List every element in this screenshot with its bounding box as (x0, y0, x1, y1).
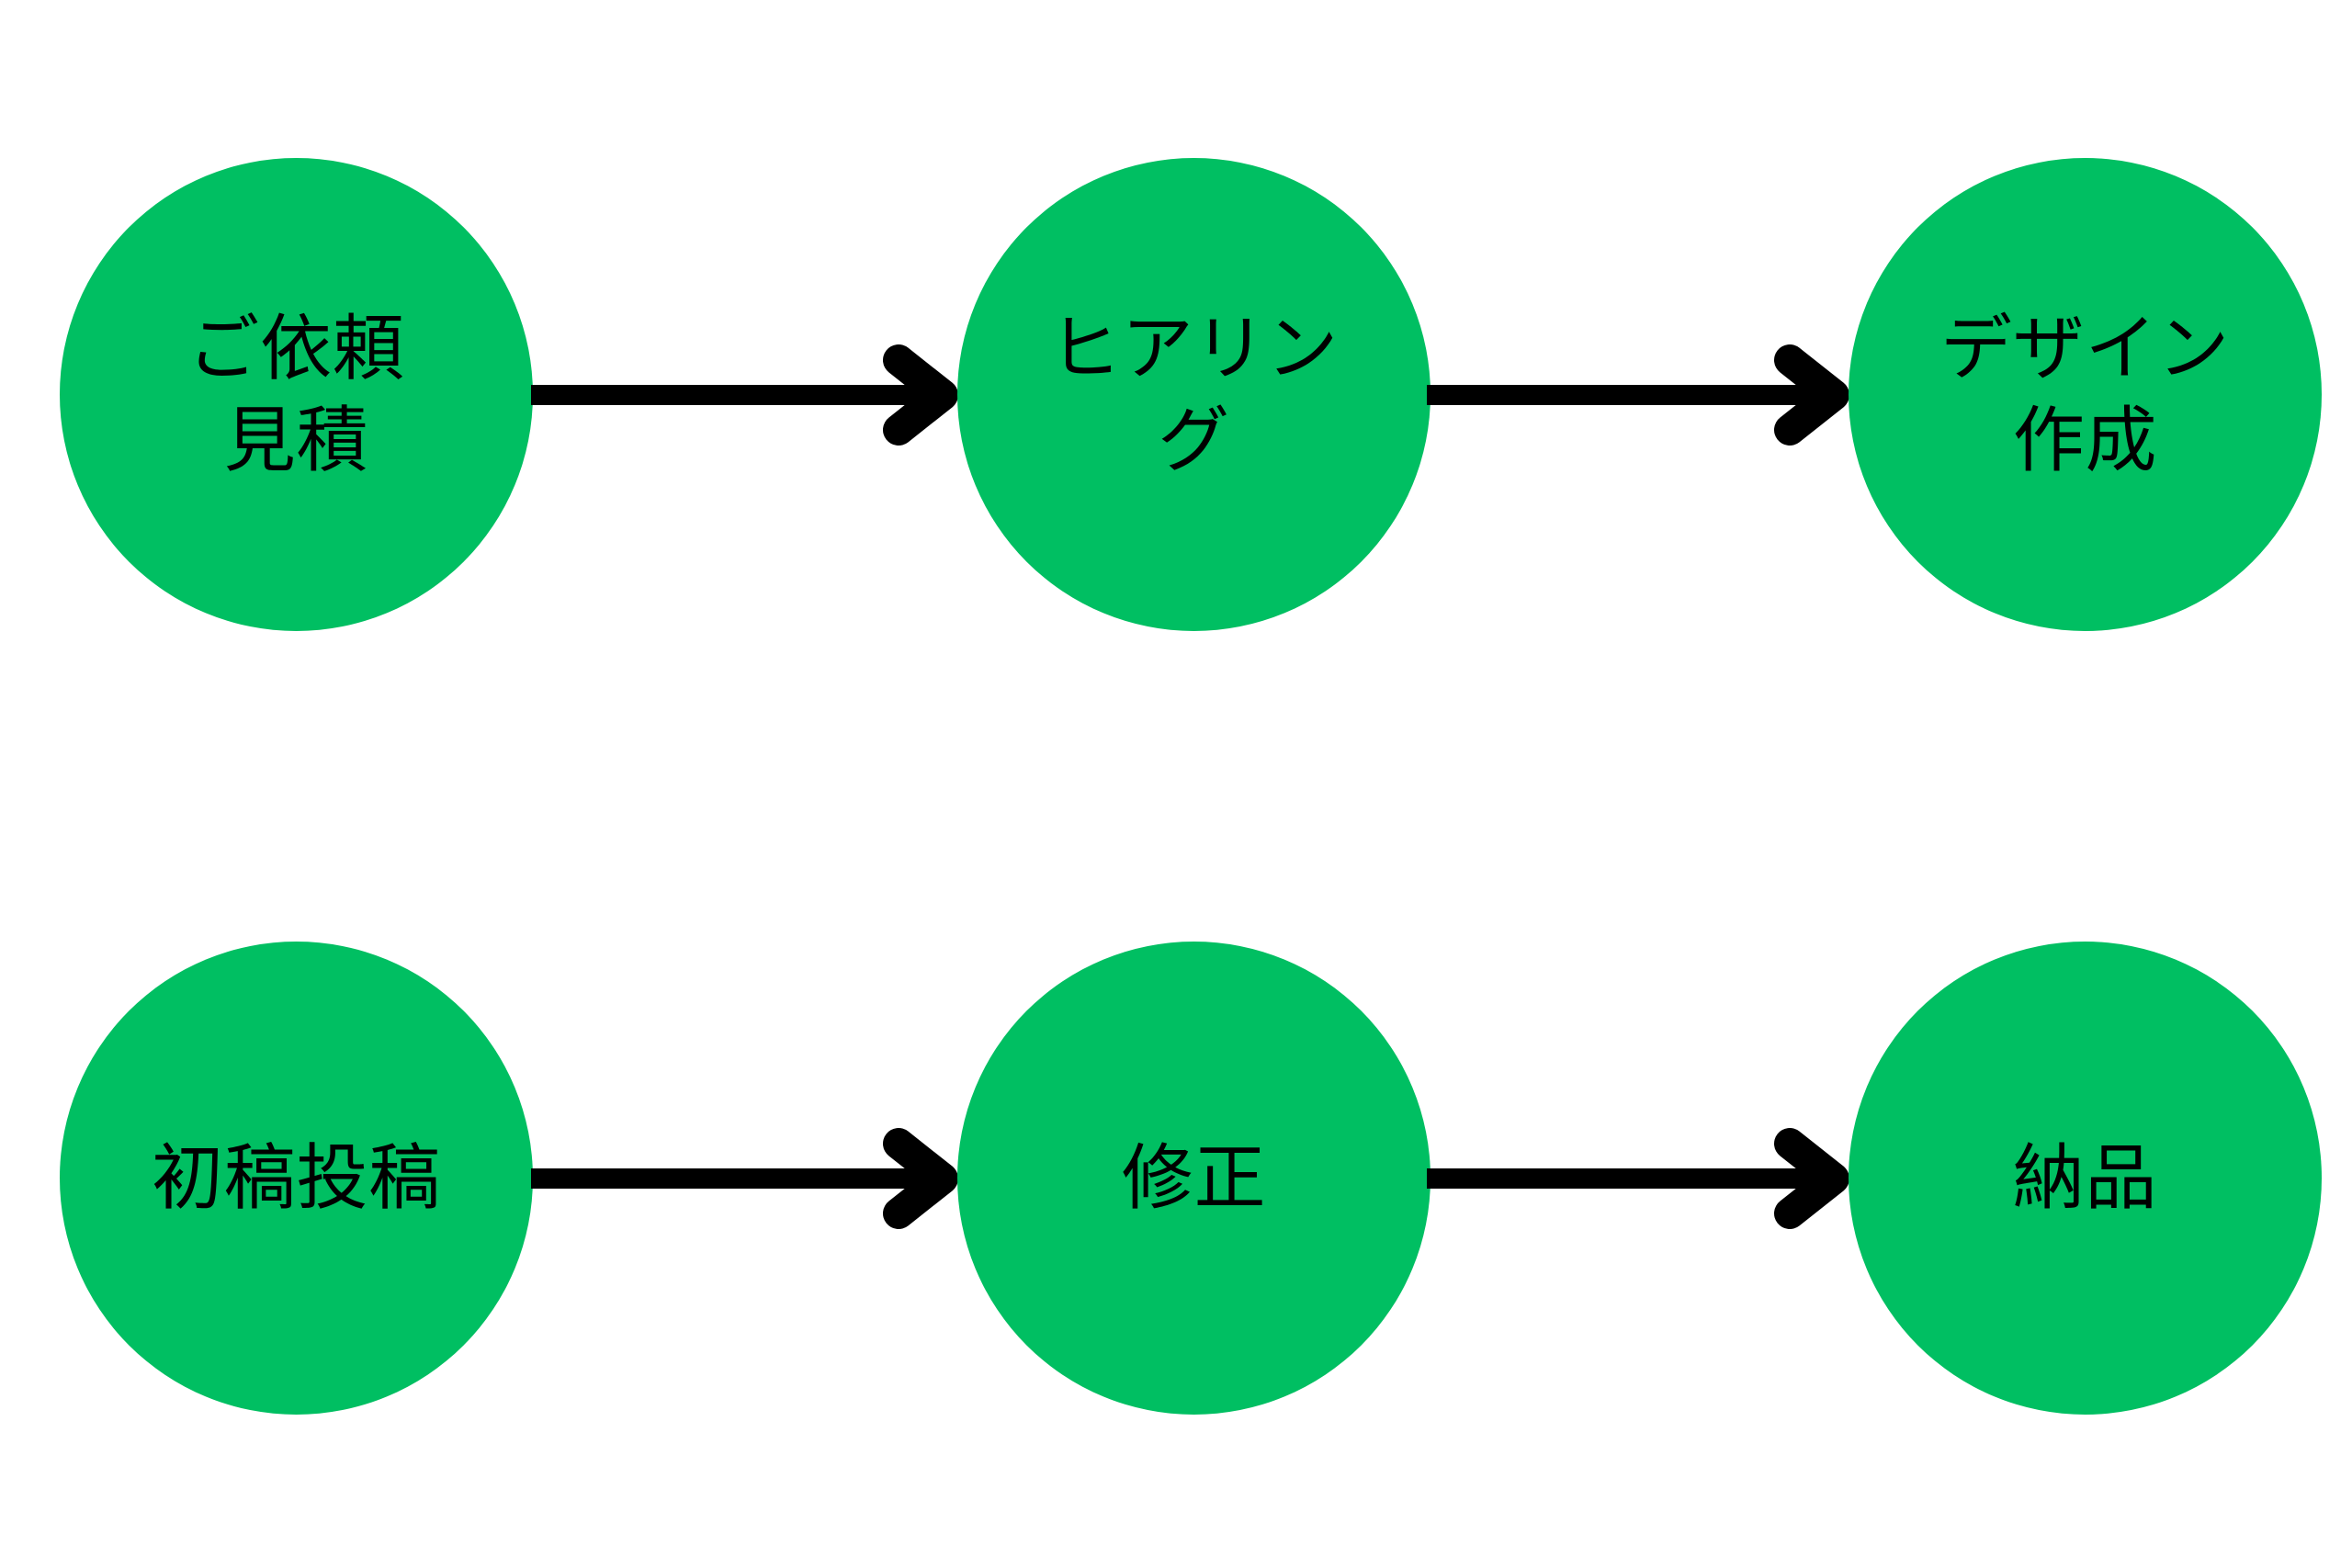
arrow-step2-to-step3 (1427, 340, 1854, 450)
arrow-head-chevron (1774, 1128, 1849, 1229)
flow-row-2: 初稿投稿 修正 納品 (0, 942, 2352, 1419)
arrow-step1-to-step2 (531, 340, 963, 450)
node-step-1-label: ご依頼 見積 (187, 307, 405, 480)
arrow-head-chevron (883, 1128, 958, 1229)
arrow-right-icon (1427, 1128, 1849, 1229)
arrow-right-icon (1427, 344, 1849, 446)
node-step-6-label: 納品 (2012, 1136, 2158, 1218)
arrow-head-chevron (883, 344, 958, 446)
arrow-right-icon (531, 344, 958, 446)
node-step-6[interactable]: 納品 (1849, 942, 2322, 1415)
node-step-2[interactable]: ヒアリン グ (957, 158, 1430, 631)
node-step-5-label: 修正 (1121, 1136, 1267, 1218)
arrow-head-chevron (1774, 344, 1849, 446)
node-step-3[interactable]: デザイン 作成 (1849, 158, 2322, 631)
arrow-right-icon (531, 1128, 958, 1229)
node-step-4-label: 初稿投稿 (151, 1136, 442, 1218)
arrow-step5-to-step6 (1427, 1123, 1854, 1234)
arrow-step4-to-step5 (531, 1123, 963, 1234)
node-step-1[interactable]: ご依頼 見積 (60, 158, 533, 631)
node-step-3-label: デザイン 作成 (1939, 307, 2231, 480)
node-step-5[interactable]: 修正 (957, 942, 1430, 1415)
node-step-4[interactable]: 初稿投稿 (60, 942, 533, 1415)
node-step-2-label: ヒアリン グ (1048, 307, 1340, 480)
flow-row-1: ご依頼 見積 ヒアリン グ デザイン 作成 (0, 158, 2352, 636)
